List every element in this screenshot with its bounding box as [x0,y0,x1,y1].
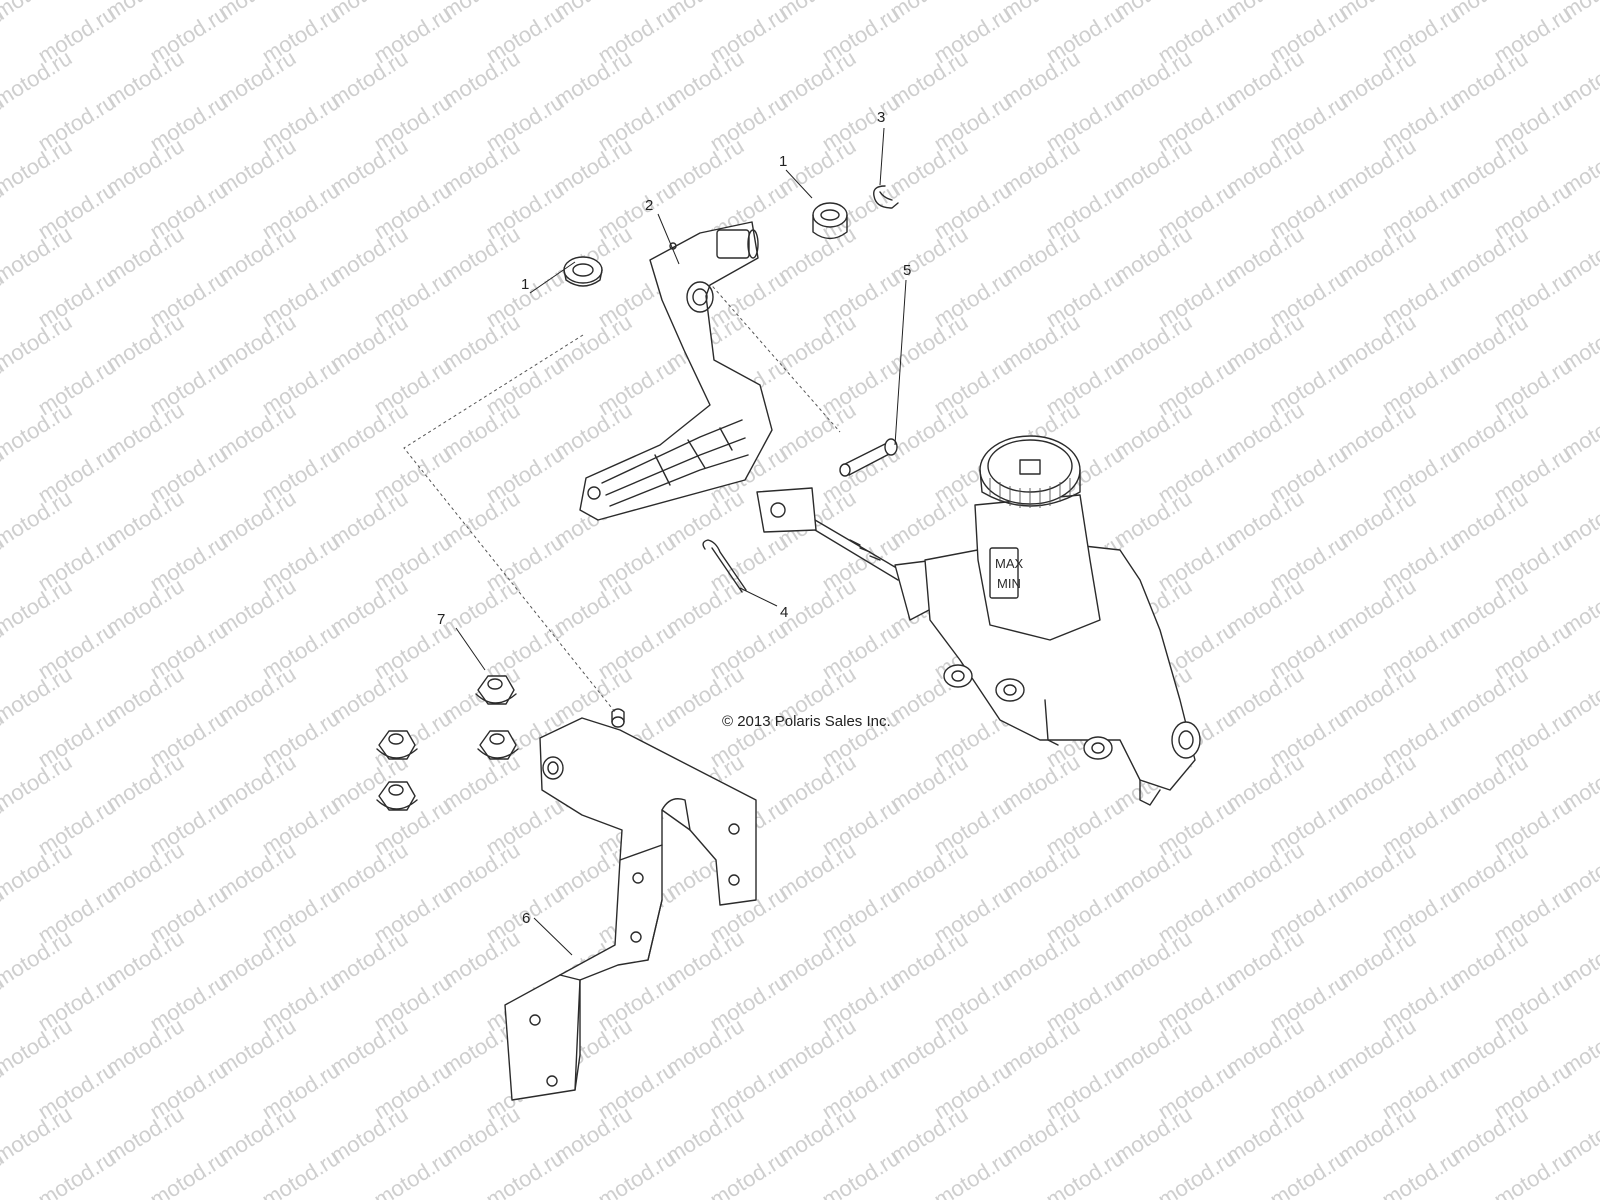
max-mark: MAX [995,556,1024,571]
watermark-text: motod.ru [593,1145,680,1200]
flange-nuts [376,675,519,811]
callout-3: 3 [877,109,885,126]
watermark-text: motod.ru [1377,1145,1464,1200]
callout-6: 6 [522,910,530,927]
callout-5: 5 [903,262,911,279]
watermark-text: motod.ru [369,1145,456,1200]
flange-nut-3 [477,730,519,760]
watermark-text: motod.ru [817,1145,904,1200]
watermark-text: motod.ru [145,1145,232,1200]
callout-2: 2 [645,197,653,214]
brake-pedal [579,221,773,521]
min-mark: MIN [997,576,1021,591]
watermark-text: motod.ru [33,1145,120,1200]
clevis-pin [839,438,898,477]
callout-7: 7 [437,611,445,628]
watermark-text: motod.ru [1153,1145,1240,1200]
flange-nut-4 [376,781,418,811]
callout-4: 4 [780,604,788,621]
watermark-text: motod.ru [257,1145,344,1200]
watermark-text: motod.ru [481,1145,568,1200]
leader-lines [455,127,907,956]
mounting-bracket [504,708,757,1101]
cotter-pin [702,539,747,593]
watermark-text: motod.ru [929,1145,1016,1200]
master-cylinder: MAX MIN [756,435,1201,806]
callout-1-upper: 1 [779,153,787,170]
watermark-text: motod.ru [1489,1145,1576,1200]
assembly-lines [403,263,841,713]
bushing-left [563,256,603,287]
callouts: 1 1 2 3 4 5 6 7 [437,109,911,927]
bushing-upper [812,202,848,240]
watermark-text: motod.ru [705,1145,792,1200]
watermark-text: motod.ru [0,0,76,24]
watermark-text: motod.ru [1041,1145,1128,1200]
copyright-notice: © 2013 Polaris Sales Inc. [722,713,891,730]
flange-nut-1 [475,675,517,705]
e-clip [873,185,899,209]
watermark-text: motod.ru [1265,1145,1352,1200]
callout-1-left: 1 [521,276,529,293]
flange-nut-2 [376,730,418,760]
